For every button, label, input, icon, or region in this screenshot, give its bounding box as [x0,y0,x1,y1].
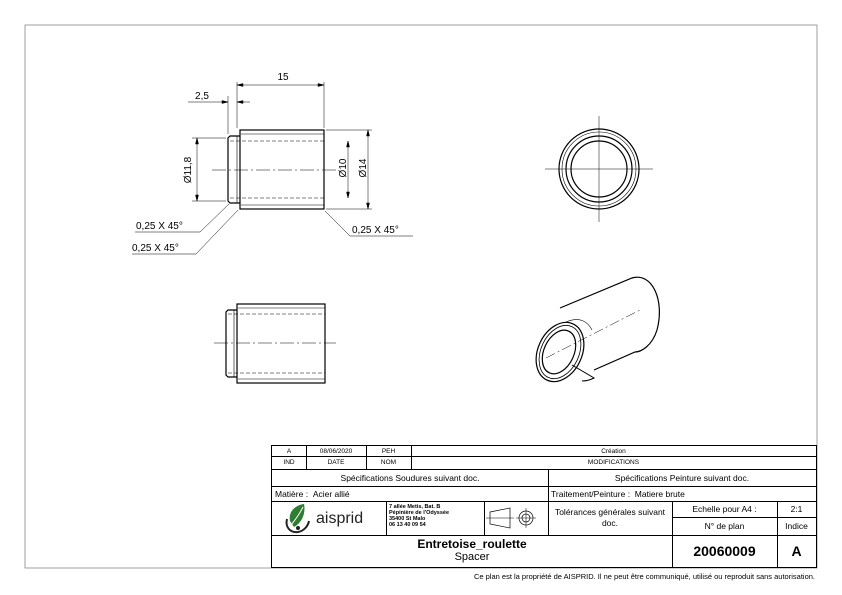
end-view [545,116,653,222]
chamfer-leaders [132,203,413,255]
front-view-body [239,129,325,210]
scale-label: Echelle pour A4 : [692,504,757,514]
front-view-shoulder [227,135,240,204]
dim-dia-10-text: Ø10 [338,158,349,177]
side-view [214,303,336,384]
matiere-value: Acier allié [312,488,350,499]
chamfer-label-3: 0,25 X 45° [352,225,399,236]
rev-header-ind: IND [283,459,295,466]
dim-15-text: 15 [277,72,289,83]
dim-dia-14-text: Ø14 [358,158,369,177]
spec-soudures: Spécifications Soudures suivant doc. [340,472,480,483]
rev-modif: Création [601,447,626,455]
title-block: A 08/06/2020 PEH Création IND DATE NOM M… [271,445,817,568]
rev-date: 08/06/2020 [319,447,353,455]
matiere-row: Matière : Acier allié [272,486,548,501]
company-address: 7 allée Metis, Bat. B Pépinière de l'Ody… [389,504,449,528]
rev-header-nom: NOM [380,459,397,466]
indice-value: A [791,543,802,559]
sheet-border [24,24,818,569]
drawing-subtitle: Spacer [454,551,490,563]
dim-dia-10-14-lines [326,129,372,210]
title-cell: Entretoise_roulette Spacer [272,535,672,567]
indice-label: Indice [785,521,808,531]
rev-header-date: DATE [327,459,345,466]
leaf-logo-icon [285,504,310,534]
traitement-value: Matiere brute [634,488,685,499]
dim-15-lines [236,82,325,128]
projection-symbol-icon [486,507,536,529]
spec-peinture: Spécifications Peinture suivant doc. [614,472,750,483]
company-logo: aisprid [272,501,386,535]
dim-dia-11-8-text: Ø11,8 [183,156,194,183]
rev-ind: A [286,447,292,455]
plan-number: 20060009 [693,543,756,559]
chamfer-label-1: 0,25 X 45° [136,221,183,232]
address-line: 35400 St Malo [389,516,426,522]
dim-2-5-text: 2,5 [195,91,209,102]
address-line: 06 13 40 09 54 [389,522,426,528]
isometric-view [535,276,660,383]
front-view [212,129,336,210]
rev-nom: PEH [381,447,396,455]
matiere-label: Matière : [275,488,309,499]
address-line: Pépinière de l'Odyssée [389,510,450,516]
dim-dia-11-8-lines [192,137,226,202]
dim-2-5-lines [188,96,250,134]
company-name: aisprid [316,510,364,527]
scale-value: 2:1 [790,504,803,514]
address-line: 7 allée Metis, Bat. B [389,504,441,510]
traitement-row: Traitement/Peinture : Matiere brute [548,486,816,501]
chamfer-label-2: 0,25 X 45° [132,243,179,254]
rev-header-modif: MODIFICATIONS [587,459,640,466]
tolerances-text: Tolérances générales suivant doc. [554,507,666,528]
ownership-footer: Ce plan est la propriété de AISPRID. Il … [473,572,815,581]
drawing-title: Entretoise_roulette [417,537,527,551]
traitement-label: Traitement/Peinture : [551,488,631,499]
plan-number-label: N° de plan [704,521,745,531]
